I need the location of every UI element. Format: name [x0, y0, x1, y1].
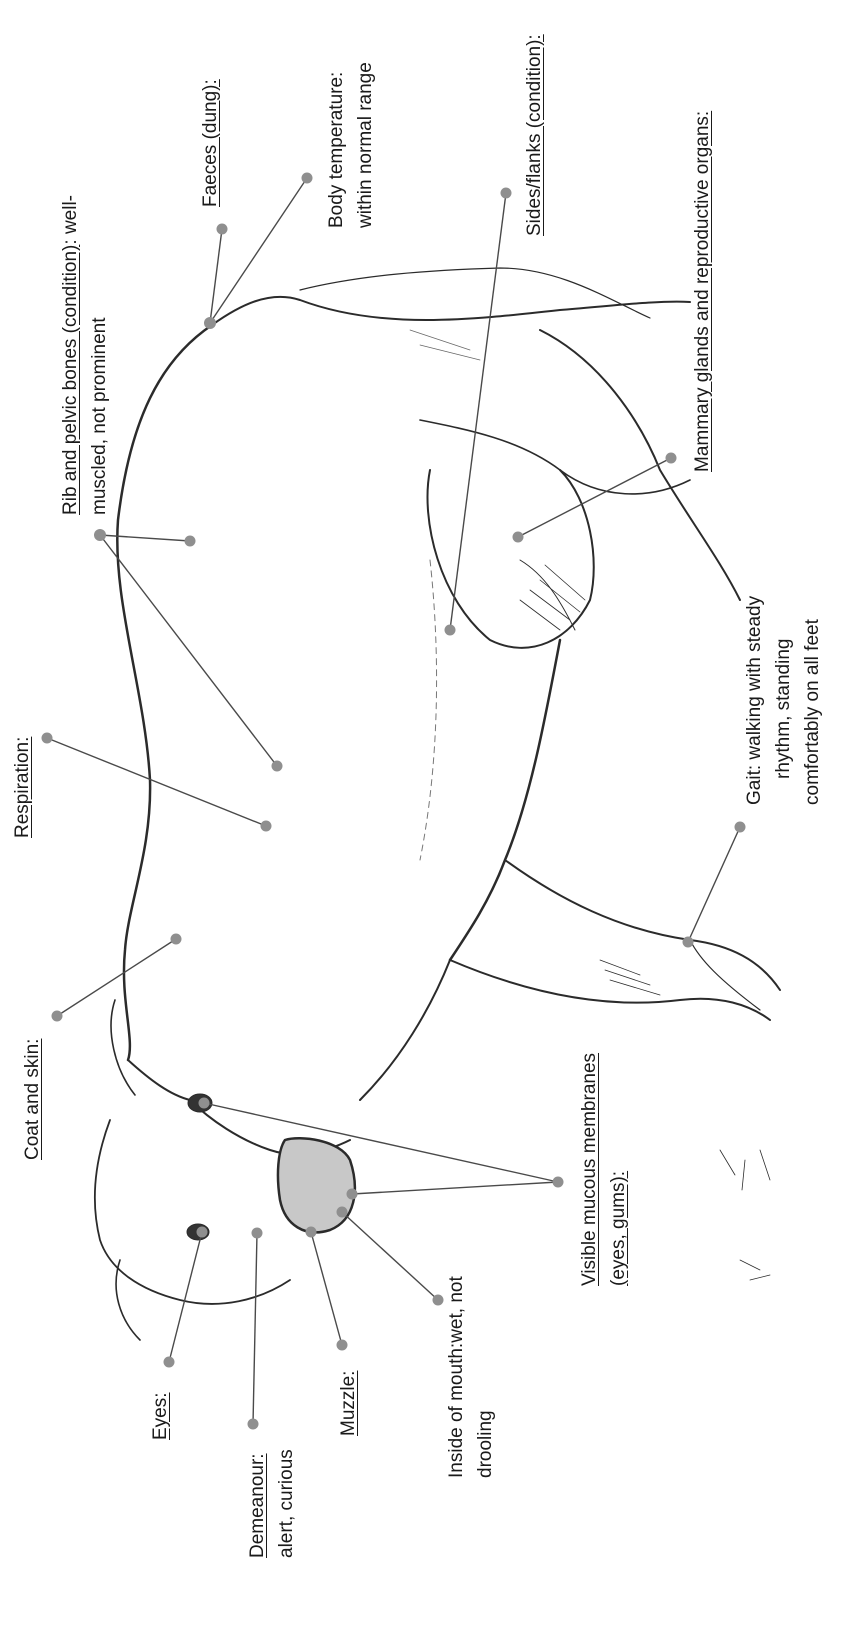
- label-mammary-glands: Mammary glands and reproductive organs:: [688, 111, 717, 472]
- label-eyes: Eyes:: [146, 1392, 175, 1440]
- pointer-dot: [666, 453, 677, 464]
- label-muzzle: Muzzle:: [334, 1371, 363, 1436]
- pointer-dot: [185, 536, 196, 547]
- pointer-dot: [204, 317, 216, 329]
- label-demeanour: Demeanour: alert, curious: [243, 1449, 301, 1558]
- pointer-dot: [501, 188, 512, 199]
- pointer-dot: [42, 733, 53, 744]
- pointer-dot: [52, 1011, 63, 1022]
- pointer-dot: [306, 1227, 317, 1238]
- label-respiration: Respiration:: [8, 737, 37, 838]
- pointer-dot: [217, 224, 228, 235]
- pointer-dot: [683, 937, 694, 948]
- pointer-dot: [252, 1228, 263, 1239]
- pointer-dot: [171, 934, 182, 945]
- label-rib-pelvic-bones: Rib and pelvic bones (condition): well- …: [56, 195, 114, 515]
- pointer-dot: [199, 1098, 210, 1109]
- label-body-temperature: Body temperature: within normal range: [322, 62, 380, 228]
- pointer-dot: [337, 1207, 348, 1218]
- label-visible-mucous-membranes: Visible mucous membranes (eyes, gums):: [575, 1053, 633, 1286]
- pointer-dot: [261, 821, 272, 832]
- pointer-dot: [735, 822, 746, 833]
- pointer-dot: [164, 1357, 175, 1368]
- pointer-dot: [553, 1177, 564, 1188]
- label-gait: Gait: walking with steady rhythm, standi…: [740, 596, 827, 805]
- label-sides-flanks: Sides/flanks (condition):: [520, 34, 549, 236]
- pointer-dot: [445, 625, 456, 636]
- pointer-dot: [272, 761, 283, 772]
- pointer-dot: [337, 1340, 348, 1351]
- pointer-dot: [94, 529, 106, 541]
- pointer-dot: [347, 1189, 358, 1200]
- pointer-dot: [197, 1227, 208, 1238]
- label-faeces: Faeces (dung):: [196, 79, 225, 207]
- pointer-dot: [302, 173, 313, 184]
- pointer-dot: [248, 1419, 259, 1430]
- label-coat-skin: Coat and skin:: [18, 1039, 47, 1160]
- label-inside-of-mouth: Inside of mouth:wet, not drooling: [442, 1276, 500, 1478]
- pointer-dot: [513, 532, 524, 543]
